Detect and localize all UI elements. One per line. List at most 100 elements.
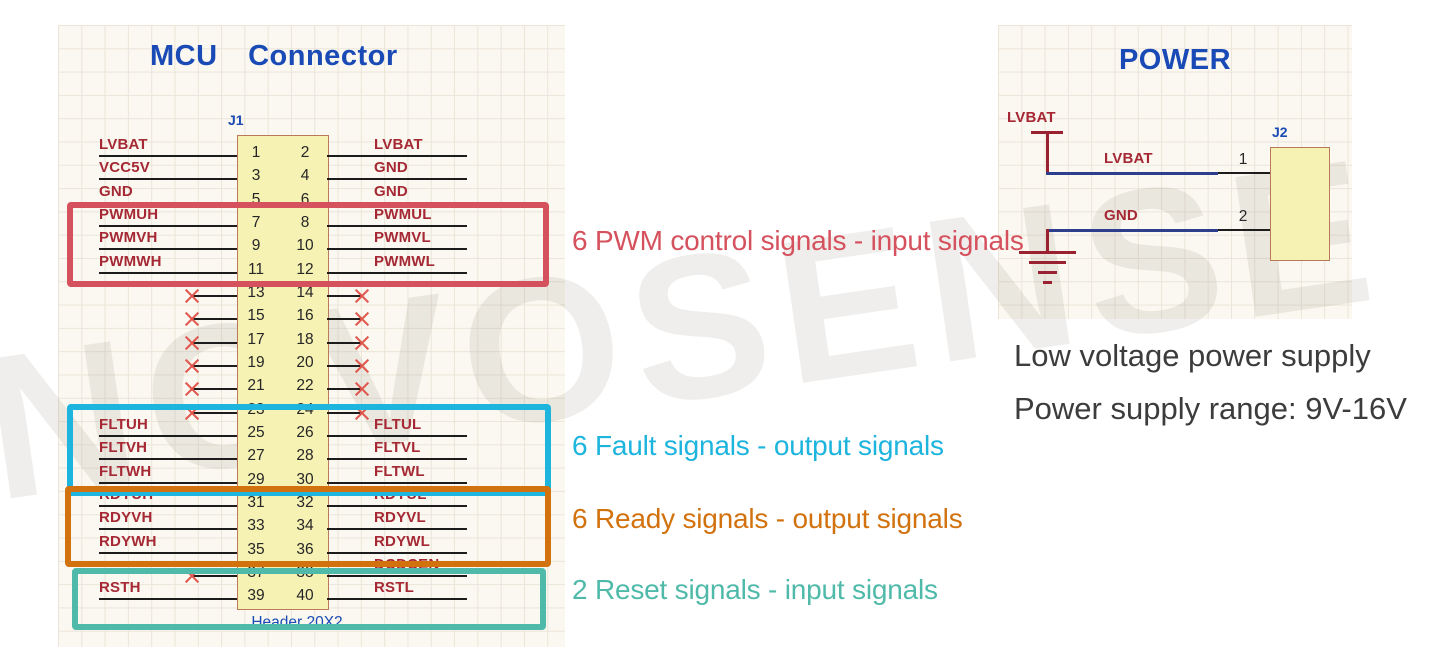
pin-number: 9 xyxy=(251,237,261,255)
pin-number: 21 xyxy=(247,377,265,395)
pin-number: 4 xyxy=(300,167,310,185)
power-title: POWER xyxy=(1118,44,1232,76)
wire xyxy=(327,248,467,251)
pin-number: 39 xyxy=(247,587,265,605)
pin-number: 28 xyxy=(296,447,314,465)
group-note-fault: 6 Fault signals - output signals xyxy=(572,430,944,461)
no-connect-x-icon xyxy=(184,288,200,304)
pin-number: 10 xyxy=(296,237,314,255)
pin-number: 40 xyxy=(296,587,314,605)
wire xyxy=(327,271,467,274)
pin-number: 16 xyxy=(296,307,314,325)
lvbat-net-label: LVBAT xyxy=(1104,150,1153,167)
pin-number: 20 xyxy=(296,353,314,371)
no-connect-x-icon xyxy=(184,381,200,397)
no-connect-x-icon xyxy=(354,288,370,304)
net-label-right: RDYWL xyxy=(374,532,430,550)
wire xyxy=(99,155,237,157)
pin-number: 29 xyxy=(247,470,265,488)
wire xyxy=(327,574,467,577)
lvbat-power-port-label: LVBAT xyxy=(1007,109,1056,126)
power-note-2: Power supply range: 9V-16V xyxy=(1014,391,1407,426)
gnd-net-label: GND xyxy=(1104,207,1138,224)
pin-number: 22 xyxy=(296,377,314,395)
j1-refdes: J1 xyxy=(228,112,244,128)
pin-number: 19 xyxy=(247,353,265,371)
wire xyxy=(99,504,237,507)
no-connect-x-icon xyxy=(354,311,370,327)
wire xyxy=(327,551,467,554)
net-label-right: PWMWL xyxy=(374,252,435,270)
wire xyxy=(99,481,237,484)
wire xyxy=(327,178,467,181)
net-label-right: RSTL xyxy=(374,579,414,597)
group-box-reset xyxy=(72,568,546,630)
pin-number: 25 xyxy=(247,423,265,441)
no-connect-x-icon xyxy=(184,358,200,374)
pin-number: 14 xyxy=(296,283,314,301)
gnd-wire xyxy=(1046,229,1218,232)
group-box-pwm xyxy=(67,202,549,287)
wire xyxy=(99,528,237,531)
pin-number: 5 xyxy=(251,190,261,208)
pin-number: 33 xyxy=(247,517,265,535)
group-box-ready xyxy=(65,486,551,567)
net-label-left: RSTH xyxy=(99,579,141,597)
pin-number: 11 xyxy=(247,260,265,278)
no-connect-x-icon xyxy=(354,381,370,397)
net-label-left: PWMWH xyxy=(99,252,162,270)
wire xyxy=(99,598,237,601)
lvbat-wire xyxy=(1046,172,1218,175)
j2-refdes: J2 xyxy=(1272,124,1288,140)
wire xyxy=(327,434,467,437)
pin-number: 13 xyxy=(247,283,265,301)
group-box-fault xyxy=(67,404,551,496)
wire xyxy=(99,551,237,554)
net-label-right: LVBAT xyxy=(374,136,423,153)
nc-stub xyxy=(327,294,362,297)
wire xyxy=(99,248,237,251)
net-label-right: RDYVL xyxy=(374,509,426,527)
j1-connector-body xyxy=(237,135,329,610)
net-label-right: PWMUL xyxy=(374,205,432,223)
j2-connector-body xyxy=(1270,147,1330,261)
nc-stub xyxy=(192,574,237,577)
wire xyxy=(99,458,237,461)
net-label-left: FLTVH xyxy=(99,439,148,457)
nc-stub xyxy=(192,341,237,344)
no-connect-x-icon xyxy=(184,335,200,351)
pin-number: 1 xyxy=(251,144,261,161)
wire xyxy=(327,528,467,531)
wire xyxy=(99,224,237,227)
nc-stub xyxy=(327,388,362,391)
pin-number: 36 xyxy=(296,540,314,558)
pin-number: 18 xyxy=(296,330,314,348)
pin-number: 2 xyxy=(300,144,310,161)
wire xyxy=(99,434,237,437)
pin-number: 27 xyxy=(247,447,265,465)
pin-number: 30 xyxy=(296,470,314,488)
nc-stub xyxy=(192,411,237,414)
group-note-ready: 6 Ready signals - output signals xyxy=(572,503,963,534)
net-label-right: GND xyxy=(374,159,408,177)
net-label-right: PWMVL xyxy=(374,229,431,247)
nc-stub xyxy=(327,341,362,344)
j2-pin1-number: 1 xyxy=(1238,151,1248,168)
net-label-right: GND xyxy=(374,182,408,200)
nc-stub xyxy=(327,318,362,321)
net-label-left: FLTUH xyxy=(99,415,149,433)
nc-stub xyxy=(327,364,362,367)
j2-pin2-number: 2 xyxy=(1238,208,1248,225)
net-label-left: RDYWH xyxy=(99,532,157,550)
pin-number: 26 xyxy=(296,423,314,441)
net-label-left: LVBAT xyxy=(99,136,148,153)
group-note-pwm: 6 PWM control signals - input signals xyxy=(572,225,1024,256)
pin-number: 12 xyxy=(296,260,314,278)
pin-number: 32 xyxy=(296,493,314,511)
nc-stub xyxy=(192,294,237,297)
net-label-left: VCC5V xyxy=(99,159,151,177)
pin-number: 17 xyxy=(247,330,265,348)
net-label-left: PWMUH xyxy=(99,205,159,223)
pin-number: 6 xyxy=(300,190,310,208)
